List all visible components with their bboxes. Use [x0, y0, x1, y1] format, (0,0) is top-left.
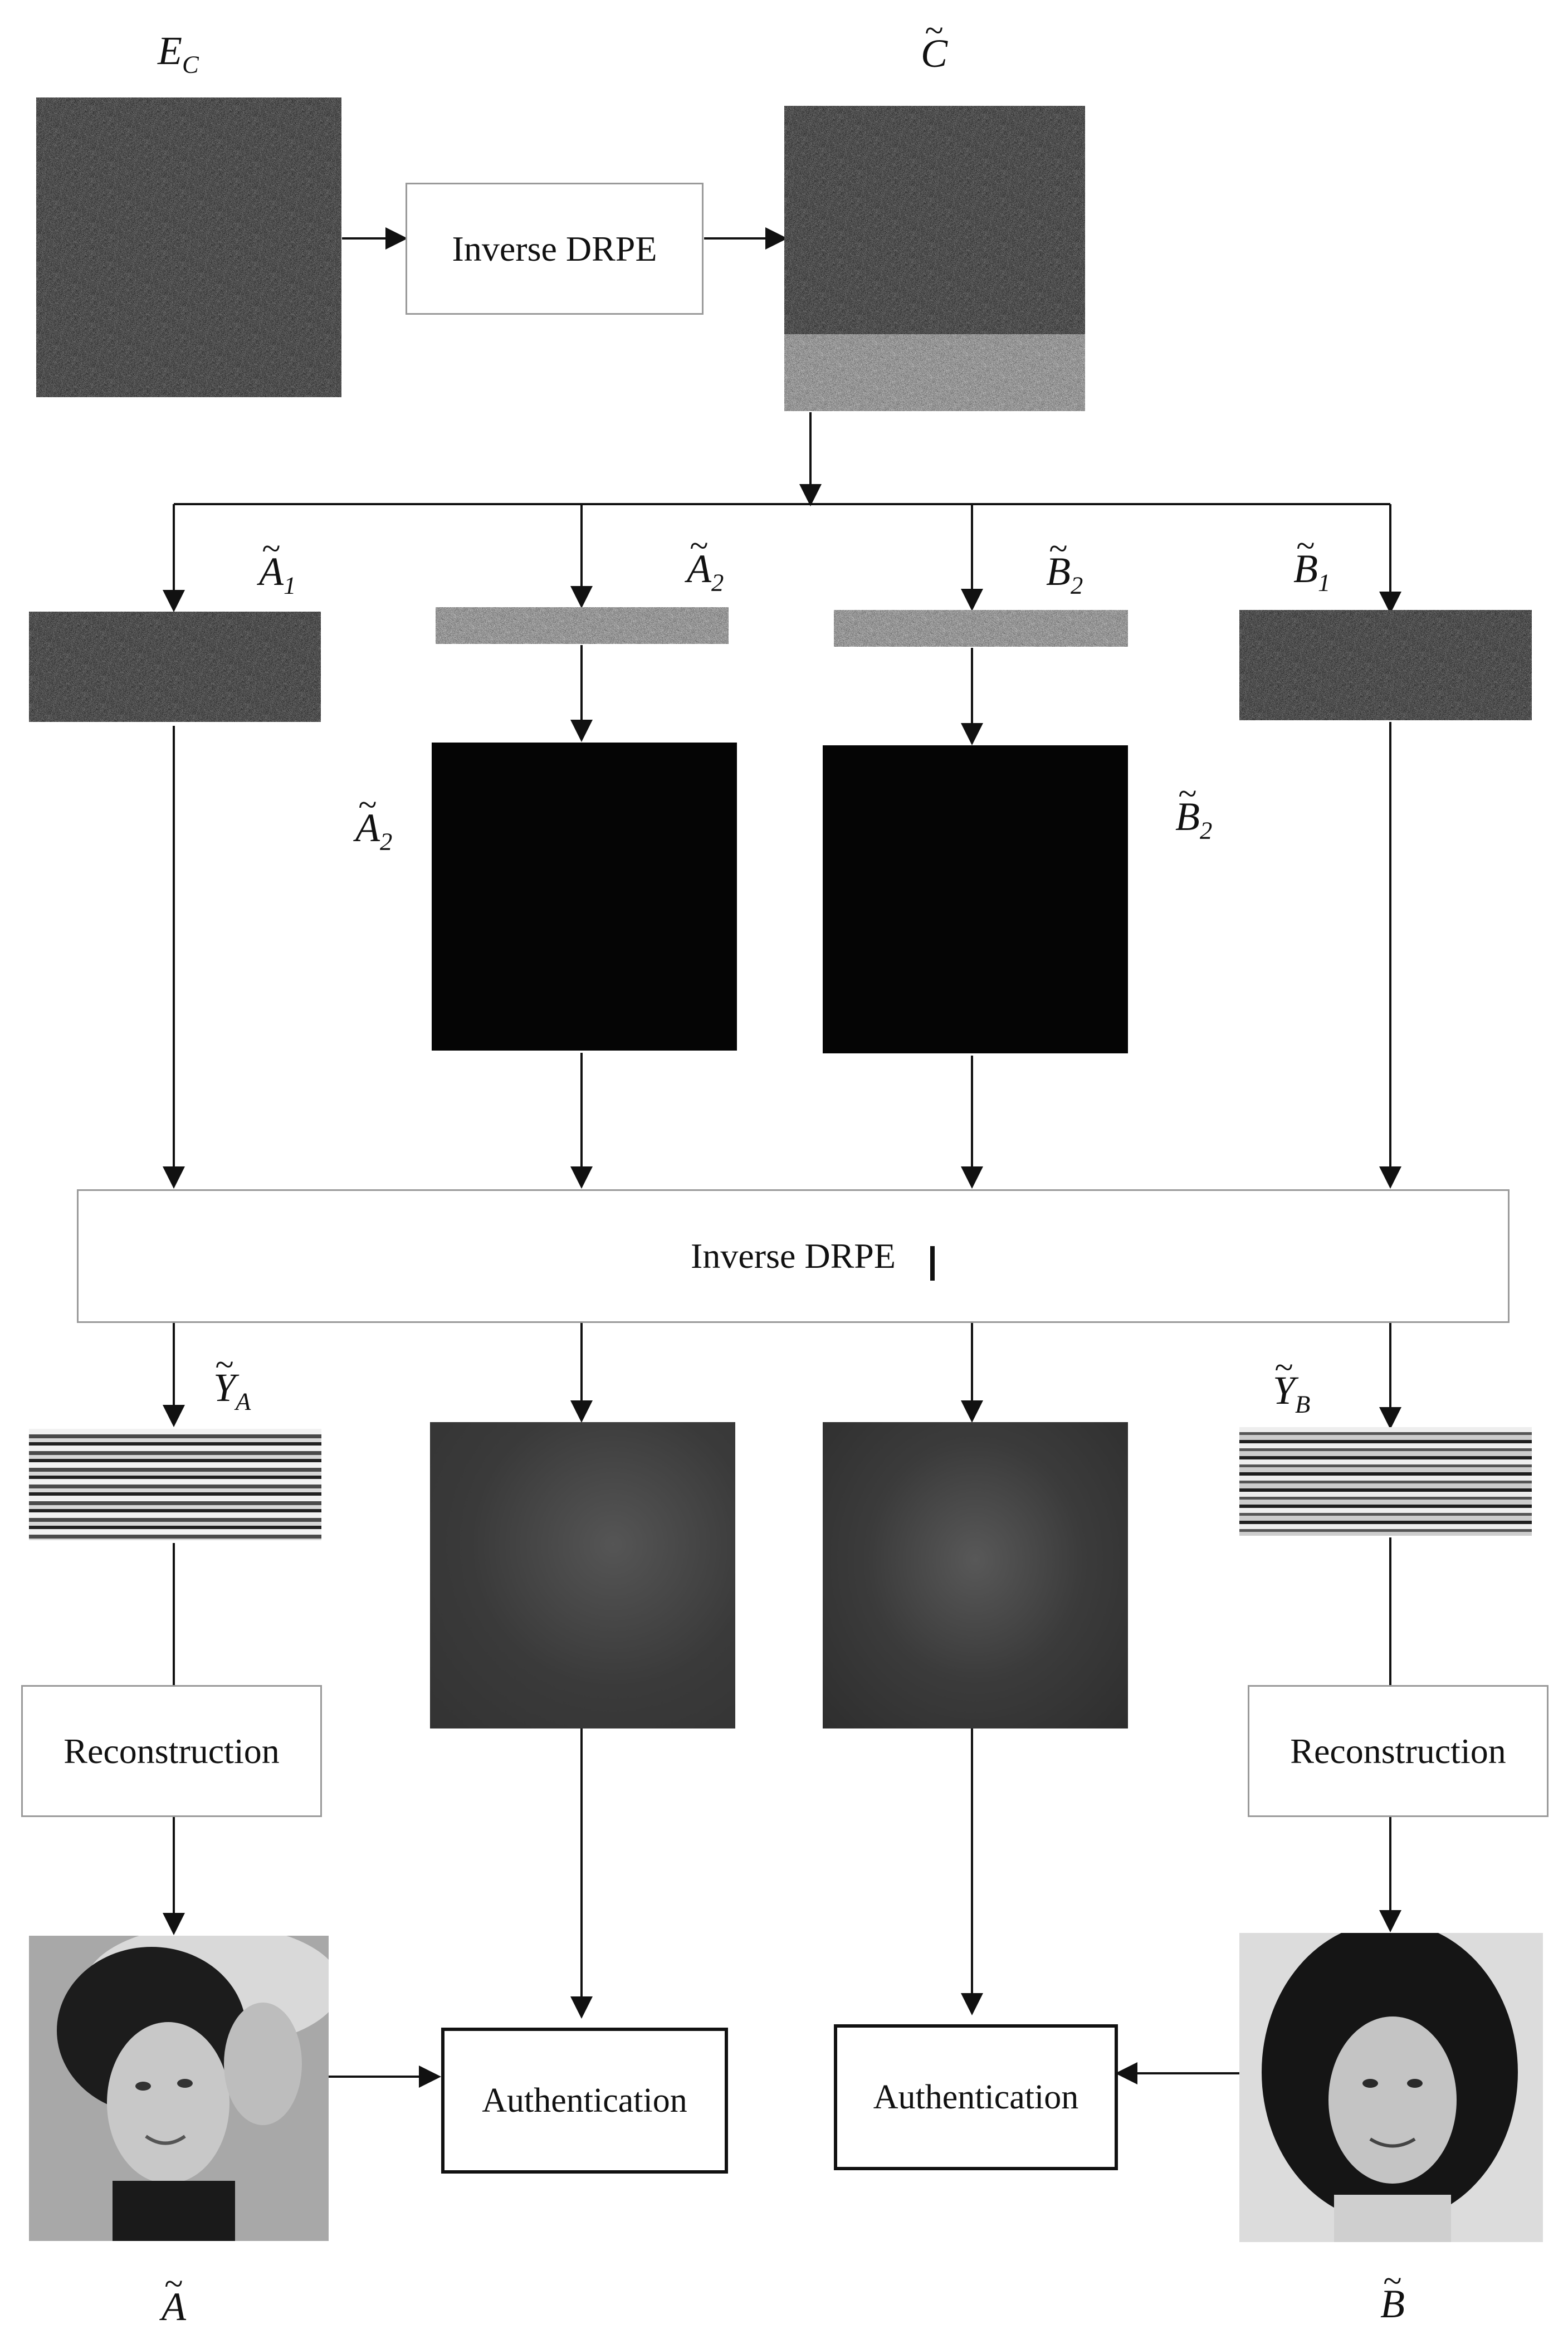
decrypted-image-c-lower	[784, 334, 1085, 411]
label-ya-tilde: YA	[213, 1368, 251, 1414]
strip-a2	[436, 607, 729, 644]
block-a1	[29, 612, 321, 722]
encrypted-image-ec	[36, 97, 341, 397]
reconstruction-box-left: Reconstruction	[21, 1685, 322, 1817]
faint-image-a	[430, 1422, 735, 1728]
label-a-tilde: A	[162, 2287, 186, 2333]
label-a2-tilde-top: A2	[687, 549, 724, 595]
label-a1-tilde: A1	[259, 551, 296, 598]
label-a2-tilde-side: A2	[355, 808, 392, 854]
reconstruction-right-label: Reconstruction	[1290, 1731, 1506, 1771]
inverse-drpe-box-top: Inverse DRPE	[406, 183, 704, 315]
inverse-drpe-box-main: Inverse DRPE	[77, 1189, 1510, 1323]
stripe-pattern-yb	[1239, 1427, 1532, 1536]
reconstruction-box-right: Reconstruction	[1248, 1685, 1549, 1817]
inverse-drpe-main-label: Inverse DRPE	[691, 1236, 896, 1276]
square-a2	[432, 743, 737, 1051]
inverse-drpe-top-label: Inverse DRPE	[452, 228, 657, 268]
stripe-pattern-ya	[29, 1429, 321, 1540]
label-b-tilde: B	[1380, 2284, 1405, 2330]
decrypted-image-c-upper	[784, 106, 1085, 334]
square-b2	[823, 745, 1128, 1053]
label-c-tilde: C	[921, 33, 947, 80]
portrait-a-icon	[29, 1936, 329, 2241]
faint-image-b	[823, 1422, 1128, 1728]
label-b2-tilde-top: B2	[1046, 551, 1083, 598]
authentication-right-label: Authentication	[873, 2078, 1079, 2116]
reconstructed-photo-a	[29, 1936, 329, 2241]
label-e-c: EC	[158, 28, 199, 79]
reconstructed-photo-b	[1239, 1933, 1543, 2242]
authentication-left-label: Authentication	[482, 2081, 687, 2120]
text-cursor	[930, 1246, 935, 1281]
strip-b2	[834, 610, 1128, 647]
label-b2-tilde-side: B2	[1175, 797, 1212, 843]
authentication-box-left: Authentication	[441, 2028, 728, 2174]
portrait-b-icon	[1239, 1933, 1543, 2242]
authentication-box-right: Authentication	[834, 2024, 1118, 2170]
reconstruction-left-label: Reconstruction	[63, 1731, 280, 1771]
block-b1	[1239, 610, 1532, 720]
label-b1-tilde: B1	[1293, 549, 1330, 595]
label-yb-tilde: YB	[1273, 1370, 1310, 1417]
